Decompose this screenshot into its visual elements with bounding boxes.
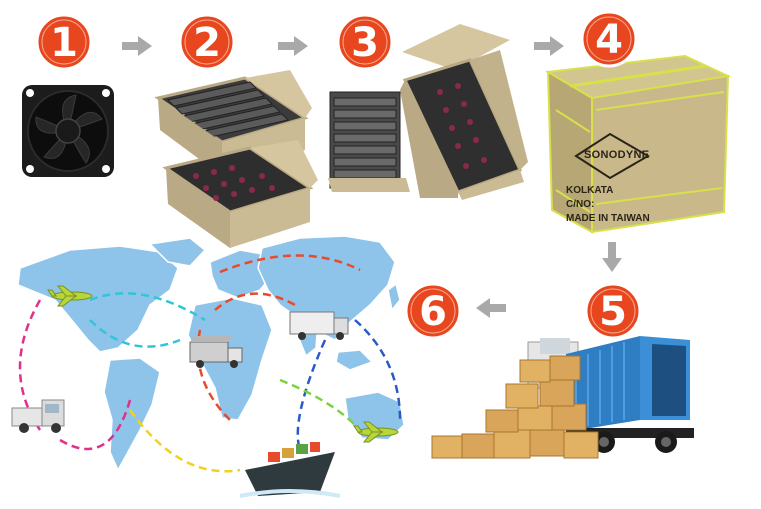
cargo-truck-icon-africa bbox=[189, 336, 243, 368]
arrow-left-icon-5-6 bbox=[476, 298, 506, 318]
route-north-loop bbox=[219, 254, 361, 274]
step-number-3: 3 bbox=[351, 20, 379, 66]
carton-line-3: MADE IN TAIWAN bbox=[566, 213, 650, 224]
step-badge-5: 5 bbox=[584, 282, 642, 340]
airplane-icon-australia bbox=[353, 421, 399, 443]
step-badge-1: 1 bbox=[35, 13, 93, 71]
route-india-aus bbox=[279, 378, 356, 426]
sonodyne-logo bbox=[574, 132, 650, 180]
route-europe-asia bbox=[214, 292, 296, 311]
route-asia-sea bbox=[296, 339, 327, 451]
pickup-truck-icon bbox=[11, 399, 65, 433]
step-number-4: 4 bbox=[595, 17, 623, 63]
step-badge-6: 6 bbox=[404, 282, 462, 340]
carton-brand: SONODYNE bbox=[584, 149, 650, 161]
arrow-right-icon-3-4 bbox=[534, 36, 564, 56]
route-atlantic bbox=[89, 292, 206, 322]
step-number-6: 6 bbox=[419, 289, 447, 335]
route-pacific bbox=[128, 409, 241, 473]
arrow-right-icon-1-2 bbox=[122, 36, 152, 56]
se-asia bbox=[335, 349, 374, 371]
carton-line-2: C/NO: bbox=[566, 199, 595, 210]
box-truck-icon-asia bbox=[289, 311, 349, 340]
north-america bbox=[17, 245, 179, 353]
step-badge-4: 4 bbox=[580, 10, 638, 68]
arrow-right-icon-2-3 bbox=[278, 36, 308, 56]
cargo-ship-icon bbox=[239, 442, 341, 498]
japan bbox=[387, 282, 401, 312]
asia bbox=[257, 235, 396, 341]
arrow-down-icon-4-5 bbox=[602, 242, 622, 272]
step-number-2: 2 bbox=[193, 20, 221, 66]
airplane-icon-north bbox=[47, 285, 93, 307]
route-asia-pacific bbox=[354, 319, 402, 421]
carton-line-1: KOLKATA bbox=[566, 185, 614, 196]
greenland bbox=[148, 237, 207, 267]
step-number-5: 5 bbox=[599, 289, 627, 335]
route-south bbox=[59, 399, 132, 451]
step-number-1: 1 bbox=[50, 20, 78, 66]
step-badge-3: 3 bbox=[336, 13, 394, 71]
step-badge-2: 2 bbox=[178, 13, 236, 71]
